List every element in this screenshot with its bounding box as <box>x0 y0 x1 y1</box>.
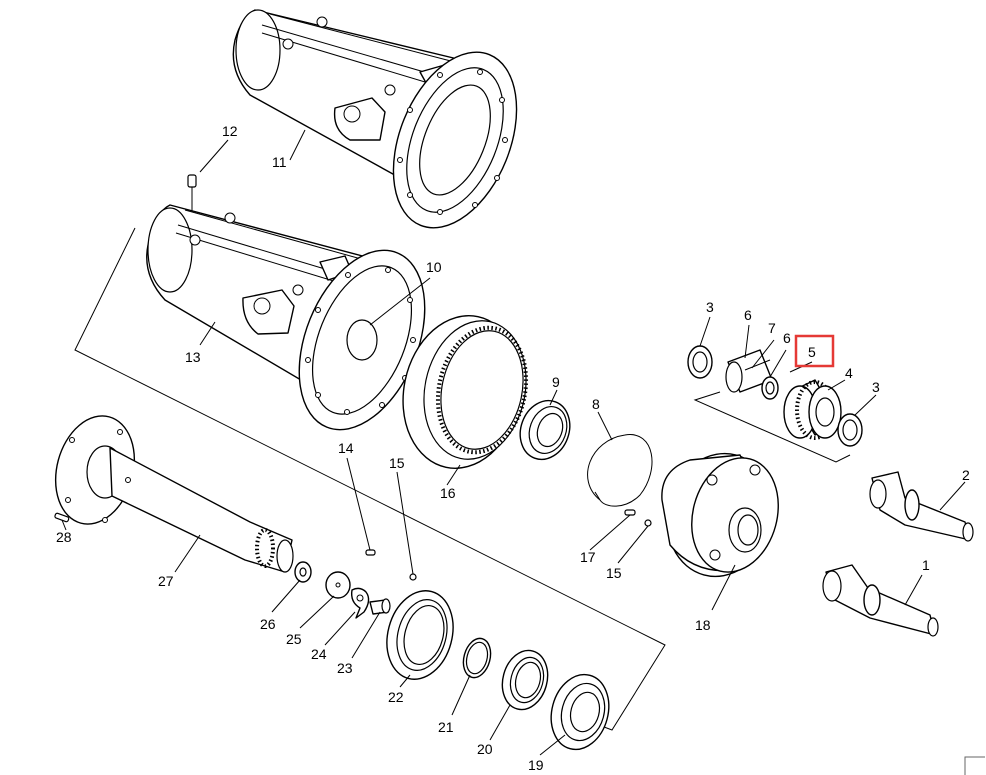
part-6-planet-pin[interactable] <box>725 349 773 393</box>
label-21: 21 <box>438 719 454 735</box>
part-13-axle-housing[interactable] <box>146 204 449 448</box>
label-14: 14 <box>338 440 354 456</box>
corner-mark <box>964 756 985 775</box>
part-11-axle-housing[interactable] <box>232 9 540 246</box>
label-27: 27 <box>158 573 174 589</box>
label-28: 28 <box>56 529 72 545</box>
part-3-thrust-washer-right[interactable] <box>837 413 863 447</box>
label-25: 25 <box>286 631 302 647</box>
part-28-bolt[interactable] <box>54 512 70 523</box>
part-1-sun-shaft[interactable] <box>822 564 939 637</box>
label-8: 8 <box>592 396 600 412</box>
label-24: 24 <box>311 646 327 662</box>
label-3-left: 3 <box>706 299 714 315</box>
part-21-o-ring[interactable] <box>459 635 494 680</box>
part-3-thrust-washer-left[interactable] <box>687 345 713 379</box>
label-15-left: 15 <box>389 455 405 471</box>
label-3-right: 3 <box>872 379 880 395</box>
part-8-snap-ring[interactable] <box>587 434 653 507</box>
part-6-washer[interactable] <box>761 376 779 400</box>
label-16: 16 <box>440 485 456 501</box>
part-25-thrust-plate[interactable] <box>325 571 351 599</box>
label-11: 11 <box>272 154 287 170</box>
label-15-right: 15 <box>606 565 622 581</box>
part-22-cover-flange[interactable] <box>377 583 462 686</box>
label-5: 5 <box>808 344 816 360</box>
part-4-planet-gear[interactable] <box>783 379 842 440</box>
part-2-sun-shaft[interactable] <box>869 471 974 542</box>
label-18: 18 <box>695 617 711 633</box>
label-20: 20 <box>477 741 493 757</box>
part-15-plug[interactable] <box>409 573 417 581</box>
part-23-bolt[interactable] <box>369 598 391 615</box>
part-26-washer[interactable] <box>294 561 312 583</box>
part-15-plug-right[interactable] <box>644 519 652 527</box>
label-6-left: 6 <box>744 307 752 323</box>
label-9: 9 <box>552 374 560 390</box>
label-7: 7 <box>768 320 776 336</box>
part-9-bearing[interactable] <box>512 394 578 467</box>
label-6-right: 6 <box>783 330 791 346</box>
label-4: 4 <box>845 365 853 381</box>
label-2: 2 <box>962 467 970 483</box>
part-20-seal[interactable] <box>496 645 554 714</box>
label-1: 1 <box>922 557 930 573</box>
highlight-box-part-5 <box>794 334 835 368</box>
part-19-bearing[interactable] <box>543 668 617 756</box>
label-23: 23 <box>337 660 353 676</box>
label-10: 10 <box>426 259 442 275</box>
part-labels: 1 2 3 3 4 5 6 6 7 8 9 10 11 12 13 14 15 … <box>56 123 970 773</box>
part-18-planet-carrier[interactable] <box>654 442 791 589</box>
part-14-bolt[interactable] <box>365 549 376 556</box>
part-16-ring-gear[interactable] <box>389 305 538 480</box>
part-24-lock-plate[interactable] <box>350 587 370 619</box>
label-17: 17 <box>580 549 596 565</box>
part-27-axle-shaft[interactable] <box>44 407 294 573</box>
label-12: 12 <box>222 123 238 139</box>
part-17-bolt[interactable] <box>624 509 636 516</box>
label-26: 26 <box>260 616 276 632</box>
label-19: 19 <box>528 757 544 773</box>
label-22: 22 <box>388 689 404 705</box>
leader-lines <box>61 129 966 756</box>
label-13: 13 <box>185 349 201 365</box>
